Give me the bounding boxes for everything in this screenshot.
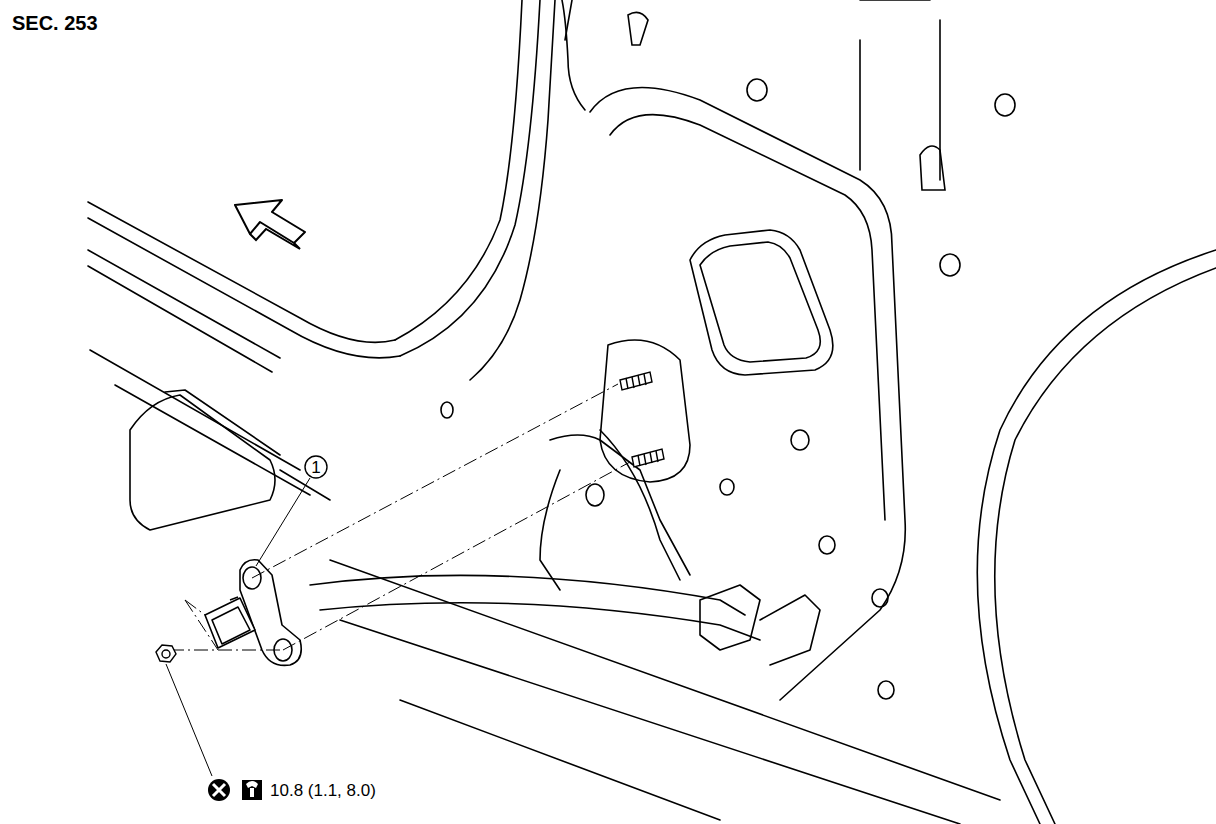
stud-bolts (620, 372, 664, 467)
leader-lines (166, 478, 310, 776)
vehicle-body (88, 0, 1216, 824)
alignment-lines (170, 384, 630, 650)
callout-circle (305, 456, 327, 478)
section-number: SEC. 253 (12, 13, 98, 33)
front-arrow (235, 200, 305, 243)
torque-value: 10.8 (1.1, 8.0) (270, 782, 376, 799)
callout-number: 1 (311, 459, 320, 476)
nut (156, 645, 176, 662)
torque-symbol (242, 780, 262, 800)
front-arrow-shade (250, 229, 300, 249)
do-not-reuse-symbol (208, 779, 230, 801)
body-holes (441, 12, 1015, 699)
